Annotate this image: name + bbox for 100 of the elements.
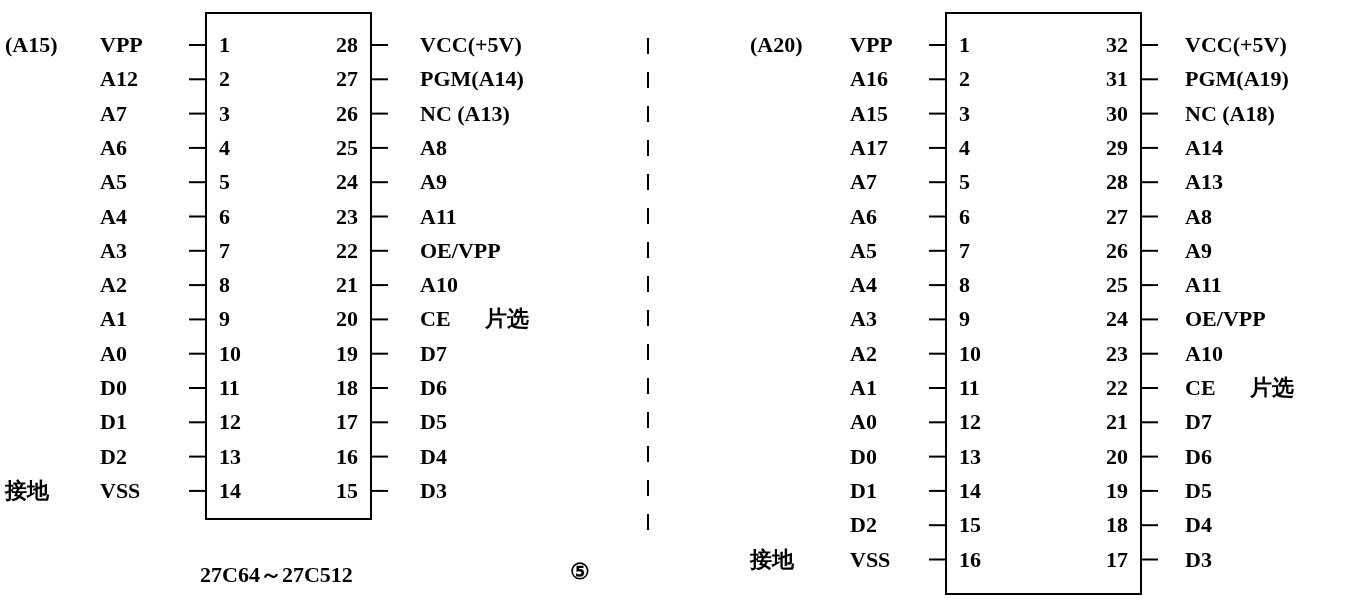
pin-number: 21 — [1106, 409, 1128, 436]
pin-number: 3 — [219, 100, 230, 127]
pin-number: 26 — [1106, 237, 1128, 264]
figure-number: ⑤ — [570, 559, 590, 585]
pin-number: 30 — [1106, 100, 1128, 127]
signal-name: A0 — [100, 340, 127, 367]
signal-name: D5 — [420, 409, 447, 436]
pin-number: 25 — [336, 134, 358, 161]
signal-name: D2 — [850, 512, 877, 539]
pin-number: 7 — [219, 237, 230, 264]
pin-number: 25 — [1106, 272, 1128, 299]
signal-name: NC (A13) — [420, 100, 510, 127]
signal-name: A11 — [1185, 272, 1222, 299]
pin-number: 15 — [959, 512, 981, 539]
pin-number: 12 — [219, 409, 241, 436]
pin-number: 17 — [336, 409, 358, 436]
signal-name: A17 — [850, 134, 888, 161]
signal-name: A15 — [850, 100, 888, 127]
pin-number: 7 — [959, 237, 970, 264]
signal-name: A10 — [420, 272, 458, 299]
signal-name: D5 — [1185, 477, 1212, 504]
pin-number: 16 — [336, 443, 358, 470]
pin-note: 接地 — [5, 477, 49, 504]
pin-number: 16 — [959, 546, 981, 573]
pin-number: 5 — [219, 169, 230, 196]
pin-number: 18 — [336, 375, 358, 401]
pin-number: 17 — [1106, 546, 1128, 573]
pin-number: 22 — [336, 237, 358, 264]
chip-package — [945, 12, 1142, 595]
pin-number: 28 — [336, 32, 358, 58]
part-number: 27C64～27C512 — [200, 562, 353, 588]
pin-number: 18 — [1106, 512, 1128, 539]
signal-name: D6 — [420, 375, 447, 401]
signal-name: D7 — [420, 340, 447, 367]
signal-name: VSS — [850, 546, 891, 573]
signal-name: NC (A18) — [1185, 100, 1275, 127]
signal-name: A13 — [1185, 169, 1223, 196]
pin-number: 11 — [219, 375, 240, 401]
pin-number: 31 — [1106, 66, 1128, 93]
pin-number: 27 — [336, 66, 358, 93]
pin-number: 20 — [336, 306, 358, 333]
pin-number: 14 — [959, 477, 981, 504]
signal-name: A4 — [850, 272, 877, 299]
signal-name: OE/VPP — [420, 237, 501, 264]
pin-number: 12 — [959, 409, 981, 436]
pin-number: 1 — [959, 32, 970, 58]
signal-name: CE — [1185, 375, 1216, 401]
pin-number: 8 — [219, 272, 230, 299]
signal-name: A3 — [100, 237, 127, 264]
signal-name: A11 — [420, 203, 457, 230]
signal-name: A10 — [1185, 340, 1223, 367]
signal-name: CE — [420, 306, 451, 333]
signal-name: A1 — [850, 375, 877, 401]
signal-name: A4 — [100, 203, 127, 230]
signal-name: A7 — [100, 100, 127, 127]
signal-name: OE/VPP — [1185, 306, 1266, 333]
pin-note: 片选 — [485, 306, 529, 333]
pin-number: 20 — [1106, 443, 1128, 470]
signal-name: D1 — [850, 477, 877, 504]
pin-note: (A15) — [5, 32, 58, 58]
signal-name: D3 — [1185, 546, 1212, 573]
pin-number: 9 — [959, 306, 970, 333]
pin-number: 13 — [959, 443, 981, 470]
signal-name: A8 — [1185, 203, 1212, 230]
signal-name: A8 — [420, 134, 447, 161]
pin-number: 4 — [959, 134, 970, 161]
signal-name: PGM(A14) — [420, 66, 524, 93]
signal-name: A6 — [850, 203, 877, 230]
signal-name: A5 — [850, 237, 877, 264]
pin-number: 2 — [219, 66, 230, 93]
signal-name: A2 — [100, 272, 127, 299]
pin-number: 10 — [959, 340, 981, 367]
pin-number: 21 — [336, 272, 358, 299]
pin-number: 27 — [1106, 203, 1128, 230]
pin-number: 8 — [959, 272, 970, 299]
pin-note: (A20) — [750, 32, 803, 58]
pin-number: 10 — [219, 340, 241, 367]
signal-name: D0 — [850, 443, 877, 470]
pin-number: 5 — [959, 169, 970, 196]
pin-number: 15 — [336, 477, 358, 504]
signal-name: VPP — [850, 32, 893, 58]
pin-number: 23 — [1106, 340, 1128, 367]
pin-number: 22 — [1106, 375, 1128, 401]
pin-number: 3 — [959, 100, 970, 127]
pin-number: 13 — [219, 443, 241, 470]
pin-number: 1 — [219, 32, 230, 58]
pin-number: 23 — [336, 203, 358, 230]
pin-number: 19 — [336, 340, 358, 367]
signal-name: A3 — [850, 306, 877, 333]
signal-name: D1 — [100, 409, 127, 436]
signal-name: D0 — [100, 375, 127, 401]
pin-note: 接地 — [750, 546, 794, 573]
signal-name: A9 — [1185, 237, 1212, 264]
pin-number: 2 — [959, 66, 970, 93]
signal-name: VCC(+5V) — [420, 32, 522, 58]
signal-name: D6 — [1185, 443, 1212, 470]
signal-name: A1 — [100, 306, 127, 333]
pin-number: 19 — [1106, 477, 1128, 504]
pin-number: 6 — [959, 203, 970, 230]
signal-name: D4 — [1185, 512, 1212, 539]
